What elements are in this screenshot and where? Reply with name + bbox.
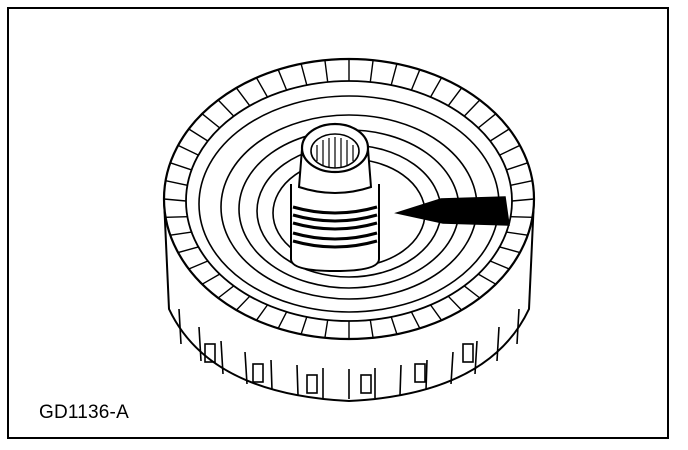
figure-frame: GD1136-A	[7, 7, 669, 439]
hub-shaft	[290, 122, 380, 273]
drum-top-teeth	[163, 59, 535, 339]
figure-label: GD1136-A	[39, 402, 129, 423]
drum-top-tooth	[163, 59, 535, 339]
arrow-icon	[394, 196, 510, 226]
clutch-drum-icon	[162, 57, 536, 403]
drum-spline-teeth	[178, 308, 520, 399]
